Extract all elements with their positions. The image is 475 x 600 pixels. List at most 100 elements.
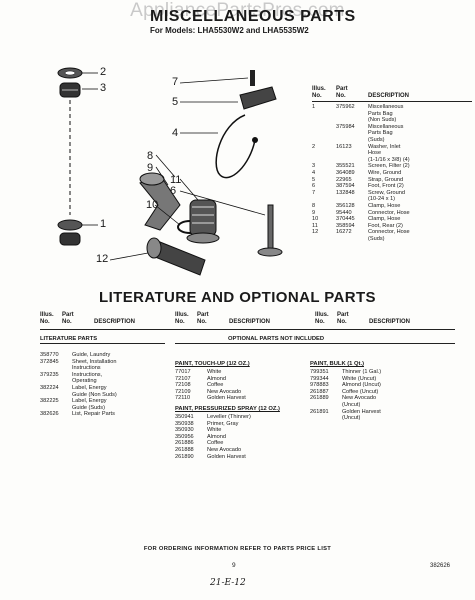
table-row: (10-24 x 1): [312, 196, 472, 203]
table-row-cell: Parts Bag: [368, 110, 393, 117]
table-row-cell: 6: [312, 183, 316, 190]
front-foot-part: [257, 204, 283, 257]
watermark: AppliancePartsPros.com: [130, 0, 345, 21]
table-row-cell: (1-1/16 x 3/8) (4): [368, 156, 410, 163]
table-row-cell: Foot, Front (2): [368, 183, 404, 190]
table-row-cell: Clamp, Hose: [368, 202, 401, 209]
table-row-cell: Washer, Inlet: [368, 143, 401, 150]
table-row-cell: [312, 117, 336, 124]
list-item-cell: Guide (Suds): [72, 404, 105, 411]
list-item-cell: 350938: [175, 420, 194, 427]
handwritten-note: 21-E-12: [210, 578, 246, 588]
table-row-cell: Wire, Ground: [368, 169, 402, 176]
callout-7: 7: [172, 76, 179, 88]
header-description: DESCRIPTION: [368, 93, 410, 99]
touchup-heading: PAINT, TOUCH-UP (1/2 OZ.): [175, 361, 250, 367]
header-part-no: No.: [336, 93, 346, 99]
list-item: 350930 White: [175, 427, 310, 434]
table-row-cell: Foot, Rear (2): [368, 222, 403, 229]
list-item-cell: 72108: [175, 382, 191, 389]
list-item-cell: Operating: [72, 378, 97, 385]
table-row-cell: 364089: [336, 169, 355, 176]
table-row-cell: Strap, Ground: [368, 176, 404, 183]
s2-col1-desc: DESCRIPTION: [94, 319, 136, 325]
table-row-cell: [312, 150, 336, 157]
list-item-cell: White: [207, 427, 222, 434]
callout-5: 5: [172, 96, 179, 108]
callout-9: 9: [147, 162, 154, 174]
list-item-cell: 372845: [40, 358, 59, 365]
list-item-cell: 261887: [310, 388, 329, 395]
s2-col2-partno: No.: [197, 319, 207, 325]
table-row-cell: [336, 130, 368, 137]
table-row-cell: Hose: [368, 150, 382, 157]
table-row-cell: 5: [312, 176, 316, 183]
header-no: No.: [312, 93, 322, 99]
list-item-cell: [40, 392, 72, 399]
table-row-cell: 10: [312, 216, 319, 223]
table-row-cell: 3: [312, 163, 316, 170]
page-number: 9: [232, 562, 236, 569]
list-item-cell: White: [207, 369, 222, 375]
list-item-cell: Instructions: [72, 365, 101, 372]
list-item-cell: 261891: [310, 408, 329, 415]
misc-parts-title: MISCELLANEOUS PARTS: [150, 8, 356, 25]
list-item-cell: (Uncut): [342, 401, 361, 408]
table-row-cell: 9: [312, 209, 316, 216]
callout-2: 2: [100, 66, 107, 78]
list-item-cell: Coffee: [207, 440, 224, 447]
list-item-cell: 350930: [175, 427, 194, 434]
list-item: (Uncut): [310, 402, 460, 409]
table-row: (Non Suds): [312, 117, 472, 124]
table-row: Parts Bag: [312, 111, 472, 118]
table-row: Hose: [312, 150, 472, 157]
table-row-cell: (Non Suds): [368, 117, 397, 124]
table-row-cell: 8: [312, 202, 316, 209]
list-item-cell: Primer, Gray: [207, 420, 239, 427]
table-row-cell: 355521: [336, 163, 355, 170]
list-item-cell: 382224: [40, 384, 59, 391]
table-row-cell: [336, 137, 368, 144]
table-row: (1-1/16 x 3/8) (4): [312, 157, 472, 164]
list-item-cell: 799351: [310, 369, 329, 375]
list-item-cell: 382225: [40, 398, 59, 405]
ground-wire-part: [215, 114, 256, 179]
table-row-cell: Connector, Hose: [368, 229, 410, 236]
callout-3: 3: [100, 82, 107, 94]
callout-4: 4: [172, 127, 179, 139]
s2-col2-illus: Illus.: [175, 312, 189, 318]
table-row: (Suds): [312, 236, 472, 243]
table-row-cell: Miscellaneous: [368, 104, 404, 110]
list-item-cell: 978883: [310, 382, 329, 389]
list-item: Guide (Non Suds): [40, 392, 170, 399]
table-row-cell: 12: [312, 229, 319, 236]
list-item-cell: [40, 365, 72, 372]
table-row-cell: Screw, Ground: [368, 189, 405, 196]
list-item-cell: [40, 405, 72, 412]
list-item-cell: Guide (Non Suds): [72, 391, 117, 398]
table-row-cell: [312, 130, 336, 137]
table-row-cell: [312, 124, 336, 131]
list-item-cell: New Avocado: [207, 446, 242, 453]
s2-col1-partno: No.: [62, 319, 72, 325]
